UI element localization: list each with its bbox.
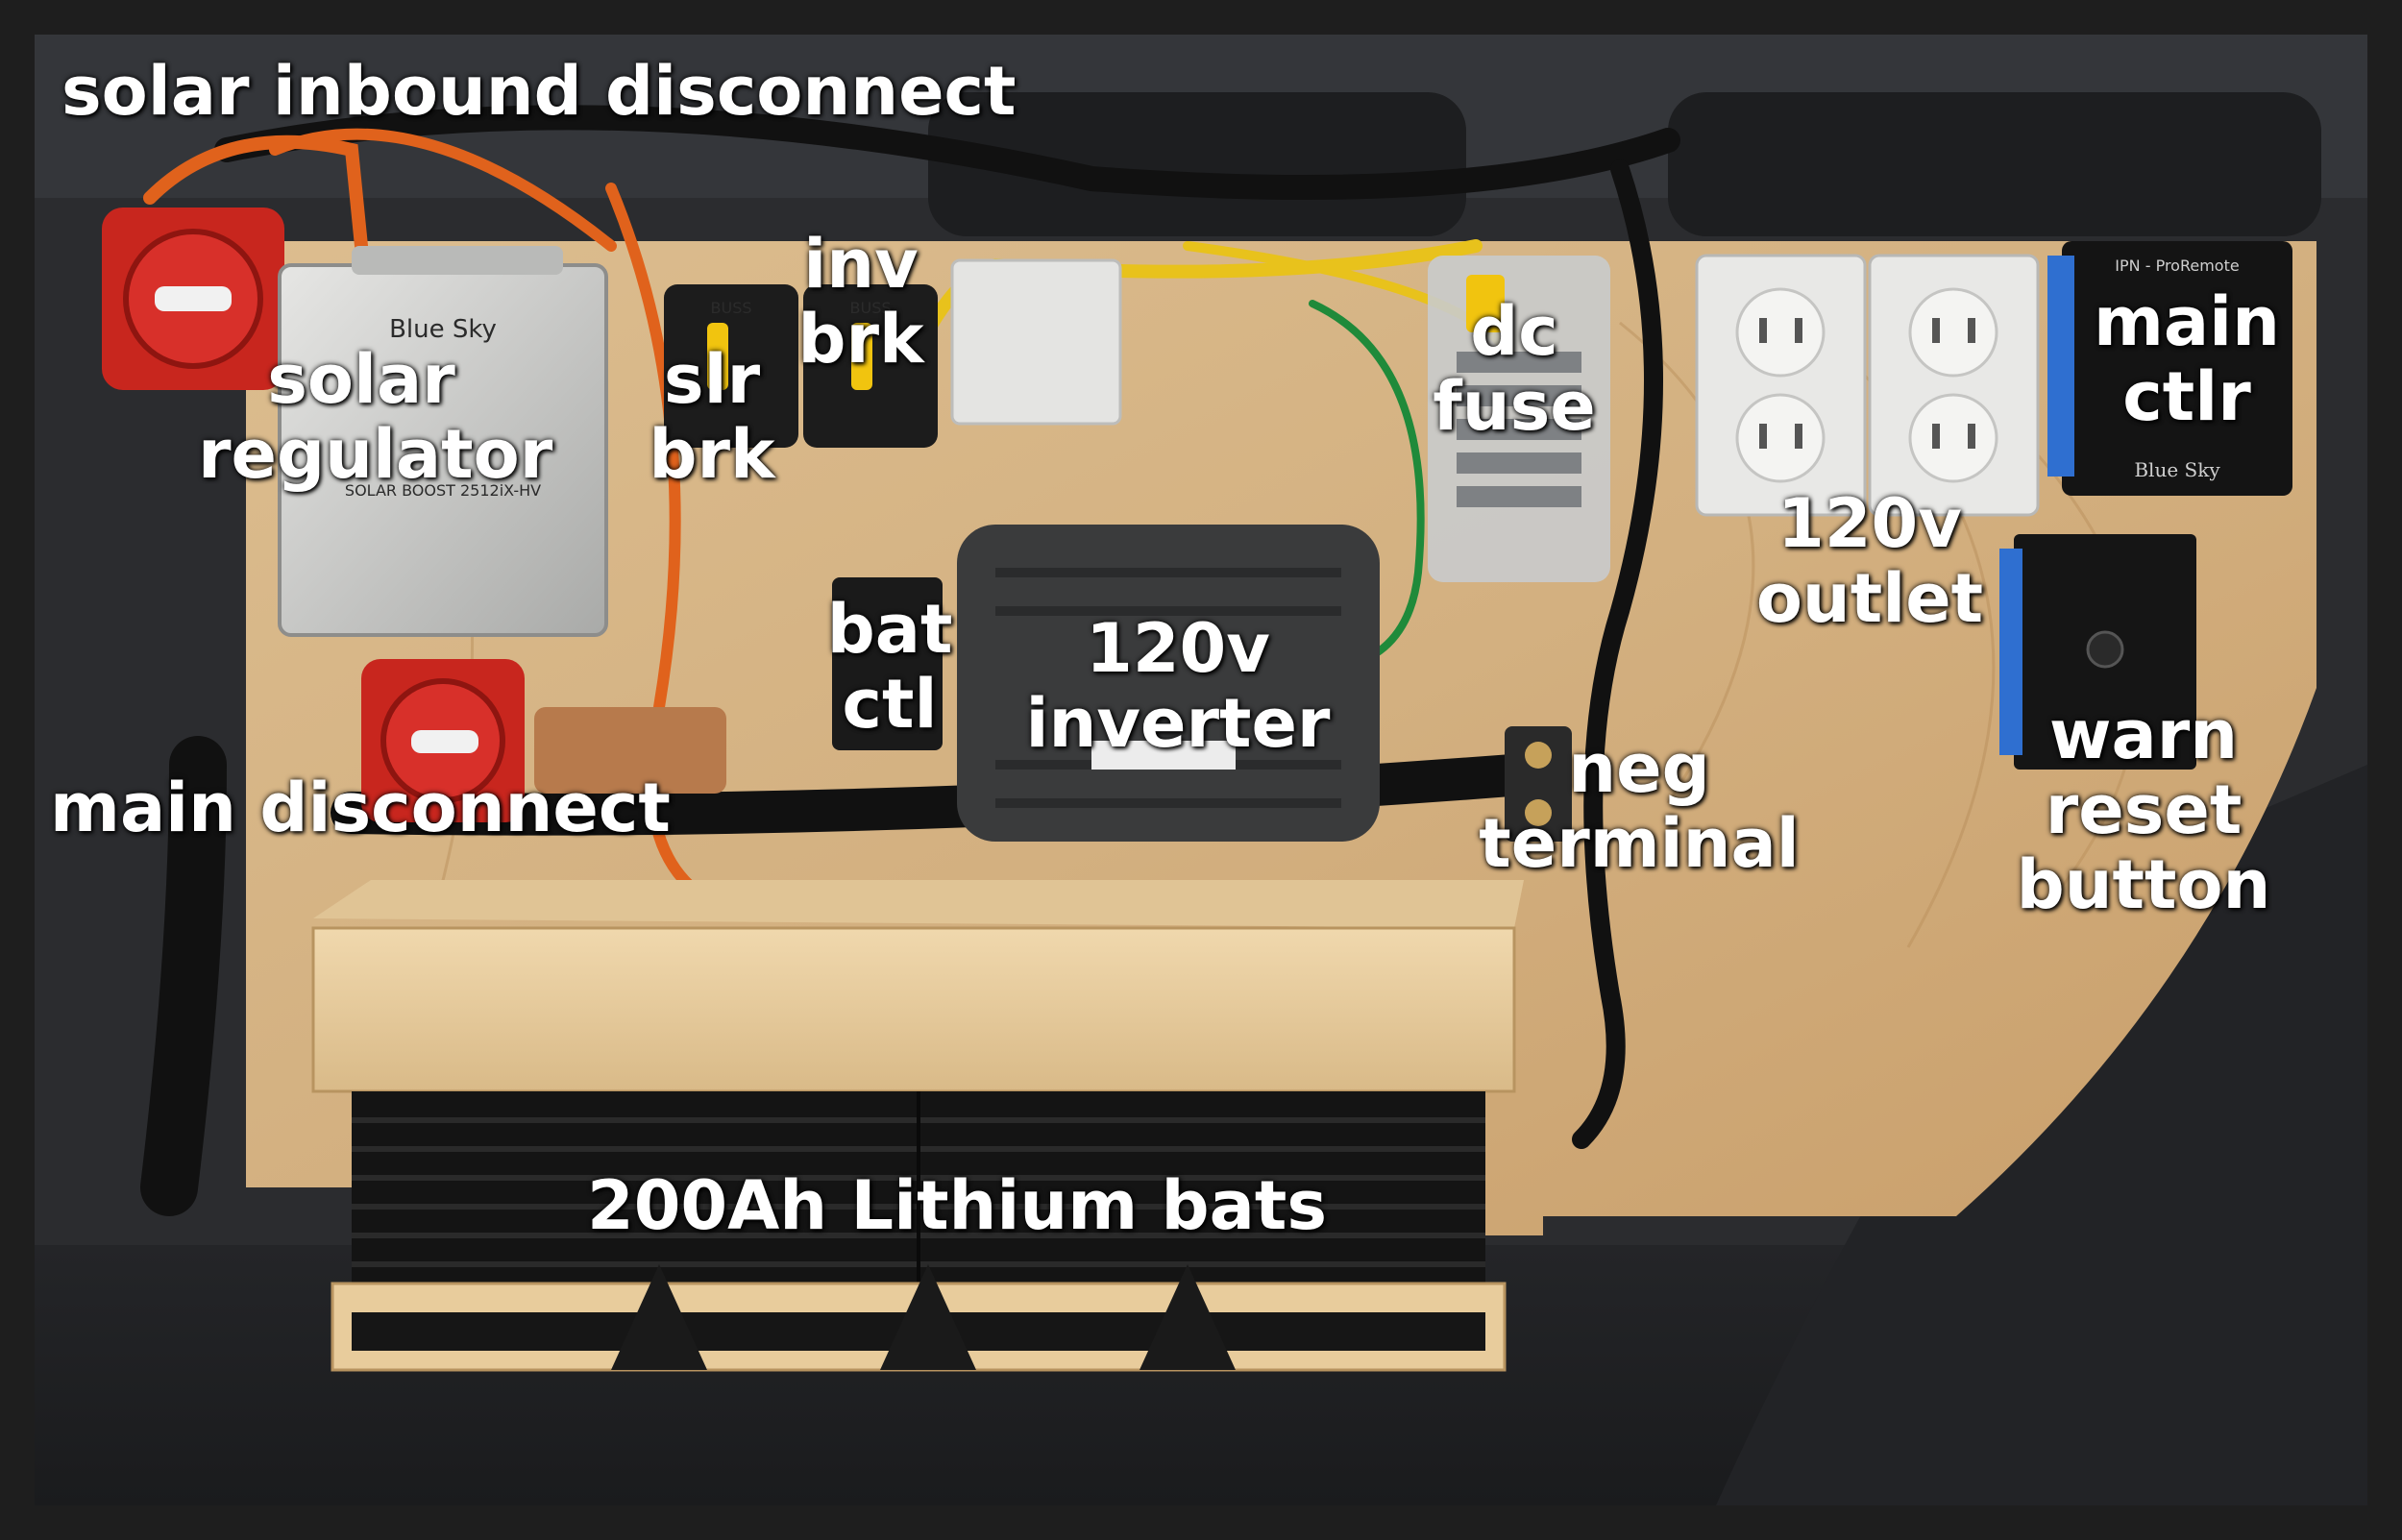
negative-terminal: [1505, 726, 1572, 842]
controller-brand-text: Blue Sky: [2134, 458, 2220, 481]
label-solar-regulator: solar regulator: [198, 340, 553, 494]
battery-enclosure: [311, 880, 1524, 1372]
battery-brackets: [611, 1264, 1236, 1370]
slr-brk-brand-text: BUSS: [711, 299, 752, 317]
label-warn-reset-button: warn reset button: [2016, 696, 2271, 924]
solar-inbound-disconnect-switch: [102, 208, 284, 390]
label-bat-ctl: bat ctl: [826, 590, 953, 744]
label-neg-terminal: neg terminal: [1479, 729, 1800, 883]
controller-model-text: IPN - ProRemote: [2115, 257, 2239, 275]
label-120v-outlet: 120v outlet: [1755, 484, 1984, 638]
label-lithium-bats: 200Ah Lithium bats: [587, 1166, 1327, 1245]
solar-regulator-device: Blue Sky SOLAR BOOST 2512iX-HV: [278, 246, 608, 637]
inverter-device: [957, 525, 1380, 842]
label-dc-fuse: dc fuse: [1433, 292, 1596, 446]
outlet-plate-1: [1695, 254, 1867, 517]
main-disconnect-switch: [361, 659, 726, 822]
blank-cover-plate: [950, 258, 1122, 426]
inverter-breaker-device: BUSS: [803, 284, 938, 448]
label-main-disconnect: main disconnect: [50, 769, 671, 847]
outlet-plate-2: [1868, 254, 2040, 517]
van-electrical-panel-photo: Blue Sky SOLAR BOOST 2512iX-HV BUSS BUSS: [35, 35, 2367, 1505]
label-slr-brk: slr brk: [649, 340, 775, 494]
inv-brk-brand-text: BUSS: [850, 299, 892, 317]
label-solar-inbound-disconnect: solar inbound disconnect: [61, 52, 1017, 131]
label-120v-inverter: 120v inverter: [1025, 609, 1331, 763]
battery-controller-device: [832, 577, 943, 750]
wall-cutout: [1668, 92, 2321, 236]
wall-cutout: [928, 92, 1466, 236]
regulator-model-text: SOLAR BOOST 2512iX-HV: [345, 481, 541, 500]
dc-fuse-block: [1428, 256, 1610, 582]
photo-drawing: Blue Sky SOLAR BOOST 2512iX-HV BUSS BUSS: [35, 35, 2367, 1505]
main-controller-device: IPN - ProRemote Blue Sky: [2047, 241, 2292, 496]
solar-breaker-device: BUSS: [664, 284, 798, 448]
label-inv-brk: inv brk: [797, 225, 924, 379]
label-main-ctlr: main ctlr: [2093, 282, 2280, 436]
regulator-brand-text: Blue Sky: [389, 315, 497, 344]
wheel-well: [1716, 765, 2367, 1505]
warn-reset-button-box: [1999, 534, 2196, 770]
